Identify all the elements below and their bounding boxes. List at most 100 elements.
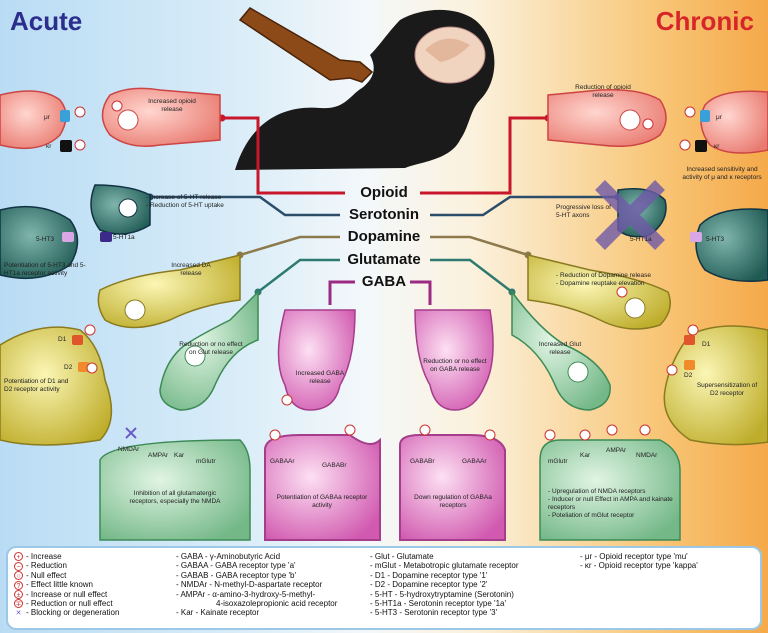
chronic-glutamate-synapse: [511, 289, 681, 541]
legend-item: - NMDAr - N-methyl-D-aspartate receptor: [176, 580, 323, 590]
acute-d2: D2: [64, 364, 73, 371]
legend-item: - 5-HT - 5-hydroxytryptamine (Serotonin): [370, 589, 514, 599]
legend-item: - Kar - Kainate receptor: [176, 608, 260, 618]
chronic-nmda: NMDAr: [636, 452, 658, 459]
increase-or-null-icon: ±: [14, 589, 23, 599]
acute-gabab: GABABr: [322, 462, 347, 469]
null-effect-icon: ○: [14, 571, 23, 581]
legend-item: - Effect little known: [26, 580, 93, 590]
acute-ka: Kar: [174, 452, 185, 459]
chronic-ht1a: 5-HT1a: [630, 236, 652, 243]
chronic-serotonin-synapse: [595, 180, 768, 282]
legend-item: - Blocking or degeneration: [26, 608, 120, 618]
acute-glutamate-synapse: [99, 290, 259, 541]
legend-item: - Null effect: [26, 570, 67, 580]
little-known-icon: ?: [14, 580, 23, 590]
reduction-or-null-icon: ∓: [14, 599, 23, 609]
legend-item: - μr - Opioid receptor type 'mu': [580, 552, 688, 561]
acute-opioid-release: Increased opioid release: [148, 98, 196, 113]
acute-mu: μr: [44, 114, 50, 121]
label-glutamate: Glutamate: [347, 251, 421, 268]
acute-gaba-potentiation: Potentiation of GABAa receptor activity: [276, 494, 368, 509]
legend-item: - GABA - γ-Aminobutyric Acid: [176, 552, 281, 561]
label-dopamine: Dopamine: [347, 228, 421, 245]
chronic-ka: Kar: [580, 452, 591, 459]
legend-item: - D1 - Dopamine receptor type '1': [370, 570, 488, 580]
chronic-opioid-sensitivity: Increased sensitivity and activity of μ …: [682, 166, 762, 181]
chronic-gaba-synapse: [399, 309, 506, 541]
chronic-dopamine-synapse: [527, 254, 768, 446]
chronic-opioid-release: Reduction of opioid release: [575, 84, 631, 99]
legend-item: - D2 - Dopamine receptor type '2': [370, 580, 488, 590]
legend-item: - Increase: [26, 552, 62, 561]
chronic-serotonin-text: Progressive loss of 5-HT axons: [556, 204, 611, 219]
chronic-dopamine-text: - Reduction of Dopamine release - Dopami…: [556, 272, 652, 287]
chronic-gabab: GABABr: [410, 458, 435, 465]
blocking-icon: ✕: [15, 609, 22, 617]
legend-abbrev-2: - Glut - Glutamate - mGlut - Metabotropi…: [370, 552, 519, 618]
acute-dopamine-synapse: [0, 254, 241, 446]
chronic-ht3: 5-HT3: [706, 236, 725, 243]
acute-glut-inhibition: Inhibition of all glutamatergic receptor…: [129, 490, 221, 505]
acute-mglut: mGlutr: [196, 458, 216, 465]
chronic-kappa: κr: [714, 143, 720, 150]
chronic-mglut: mGlutr: [548, 458, 568, 465]
drinker-silhouette: [235, 7, 495, 171]
chronic-opioid-synapse: [547, 88, 768, 154]
legend-item: - Glut - Glutamate: [370, 552, 434, 561]
legend-abbrev-1: - GABA - γ-Aminobutyric Acid - GABAA - G…: [176, 552, 337, 618]
legend-abbrev-3: - μr - Opioid receptor type 'mu' - κr - …: [580, 552, 698, 571]
blocking-markers: [125, 427, 137, 439]
chronic-ampa: AMPAr: [606, 447, 627, 454]
connector-lines: [150, 116, 618, 305]
acute-gaba-synapse: [264, 309, 381, 541]
acute-ht-potentiation: Potentiation of 5-HT3 and 5-HT1a recepto…: [4, 262, 86, 277]
acute-ht3: 5-HT3: [36, 236, 55, 243]
legend-item: - mGlut - Metabotropic glutamate recepto…: [370, 561, 519, 571]
acute-da-release: Increased DA release: [171, 262, 211, 277]
acute-d-potentiation: Potentiation of D1 and D2 receptor activ…: [4, 378, 69, 393]
acute-ampa: AMPAr: [148, 452, 169, 459]
legend-item: - Reduction: [26, 561, 67, 571]
chronic-gaba-down: Down regulation of GABAa receptors: [414, 494, 492, 509]
chronic-d1: D1: [702, 341, 711, 348]
chronic-d2: D2: [684, 372, 693, 379]
acute-glut-release: Reduction or no effect on Glut release: [179, 341, 243, 356]
acute-nmda: NMDAr: [118, 446, 140, 453]
legend-item: - 5-HT3 - Serotonin receptor type '3': [370, 608, 498, 618]
reduction-icon: −: [14, 561, 23, 571]
acute-serotonin-text: - Increase of 5-HT release - Reduction o…: [146, 194, 224, 209]
legend-item: - κr - Opioid receptor type 'kappa': [580, 561, 698, 571]
legend-symbols: +- Increase −- Reduction ○- Null effect …: [14, 552, 119, 618]
legend-item: - Reduction or null effect: [26, 598, 113, 608]
acute-kappa: κr: [46, 143, 52, 150]
legend-item: 4-isoxazolepropionic acid receptor: [216, 598, 338, 608]
legend-item: - Increase or null effect: [26, 589, 108, 599]
acute-d1: D1: [58, 336, 67, 343]
increase-icon: +: [14, 552, 23, 562]
chronic-gabaa: GABAAr: [462, 458, 487, 465]
chronic-glut-release: Increased Glut release: [538, 341, 582, 356]
chronic-header: Chronic: [655, 6, 754, 36]
chronic-gaba-release: Reduction or no effect on GABA release: [423, 358, 487, 373]
acute-ht1a: 5-HT1a: [113, 234, 135, 241]
legend-item: - GABAB - GABA receptor type 'b': [176, 570, 296, 580]
legend-item: - GABAA - GABA receptor type 'a': [176, 561, 296, 571]
acute-gabaa: GABAAr: [270, 458, 295, 465]
label-serotonin: Serotonin: [349, 206, 419, 223]
effect-markers: [74, 100, 699, 441]
label-opioid: Opioid: [360, 184, 408, 201]
legend-item: - 5-HT1a - Serotonin receptor type '1a': [370, 598, 507, 608]
legend-panel: +- Increase −- Reduction ○- Null effect …: [6, 546, 762, 630]
chronic-mu: μr: [716, 114, 722, 121]
legend-item: - AMPAr - α-amino-3-hydroxy-5-methyl-: [176, 589, 316, 599]
acute-opioid-synapse: [0, 87, 221, 152]
label-gaba: GABA: [361, 273, 407, 290]
acute-header: Acute: [10, 6, 83, 36]
chronic-d-super: Supersensitization of D2 receptor: [696, 382, 758, 397]
acute-gaba-release: Increased GABA release: [295, 370, 345, 385]
acute-serotonin-synapse: [0, 184, 151, 280]
chronic-glut-upregulation: - Upregulation of NMDA receptors - Induc…: [548, 488, 673, 519]
